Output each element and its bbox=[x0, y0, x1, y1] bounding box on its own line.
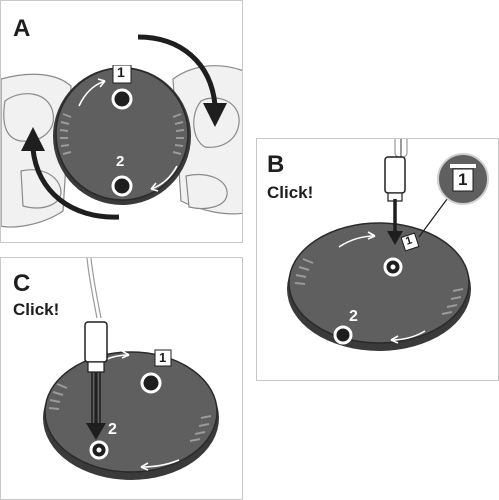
down-arrow-icon bbox=[86, 372, 106, 440]
trash-can-icon-small bbox=[400, 232, 420, 252]
dial-c-label-1: 1 bbox=[159, 350, 167, 365]
position-1-hole bbox=[111, 88, 133, 110]
step-c-letter: C bbox=[13, 270, 31, 297]
dial-a-ticks bbox=[59, 113, 185, 155]
position-1-hole bbox=[140, 372, 162, 394]
dial-a-arrow-lower bbox=[150, 165, 178, 190]
step-c-caption: Click! bbox=[13, 300, 60, 319]
dial-a-label-1: 1 bbox=[117, 64, 125, 80]
step-a-letter: A bbox=[13, 15, 31, 42]
position-2-hole bbox=[111, 175, 133, 197]
step-a-panel: 1 2 A bbox=[0, 0, 243, 243]
trash-can-icon-small bbox=[154, 349, 172, 367]
step-b-caption: Click! bbox=[267, 183, 314, 202]
step-a-illustration bbox=[1, 34, 242, 228]
dial-c-arrow-lower bbox=[140, 459, 180, 468]
dial-b bbox=[287, 222, 471, 351]
step-c-illustration bbox=[43, 258, 219, 480]
rotate-arrow-icon bbox=[21, 34, 227, 220]
callout-number: 1 bbox=[458, 170, 468, 189]
dial-b-arrow-upper bbox=[338, 235, 376, 248]
dial-a-label-2: 2 bbox=[116, 153, 125, 170]
step-b-panel: 1 1 2 B Click! bbox=[256, 138, 499, 381]
down-arrow-icon bbox=[387, 199, 403, 245]
trash-can-icon bbox=[111, 62, 133, 84]
dial-c bbox=[43, 349, 219, 480]
pen-needle bbox=[84, 258, 108, 373]
dial-a-arrow-upper bbox=[78, 80, 106, 107]
step-b-letter: B bbox=[267, 151, 285, 178]
dial-c-ticks bbox=[48, 383, 212, 442]
dial-c-label-2: 2 bbox=[108, 421, 117, 438]
step-b-illustration bbox=[287, 139, 489, 351]
callout-badge bbox=[437, 153, 489, 205]
dial-b-label-2: 2 bbox=[349, 308, 358, 325]
position-2-hole bbox=[333, 325, 353, 345]
pen-needle bbox=[384, 139, 408, 243]
dial-a bbox=[53, 62, 191, 205]
dial-b-ticks bbox=[294, 258, 464, 315]
step-c-panel: 1 2 C Click! bbox=[0, 257, 243, 500]
dial-b-arrow-lower bbox=[390, 330, 426, 341]
